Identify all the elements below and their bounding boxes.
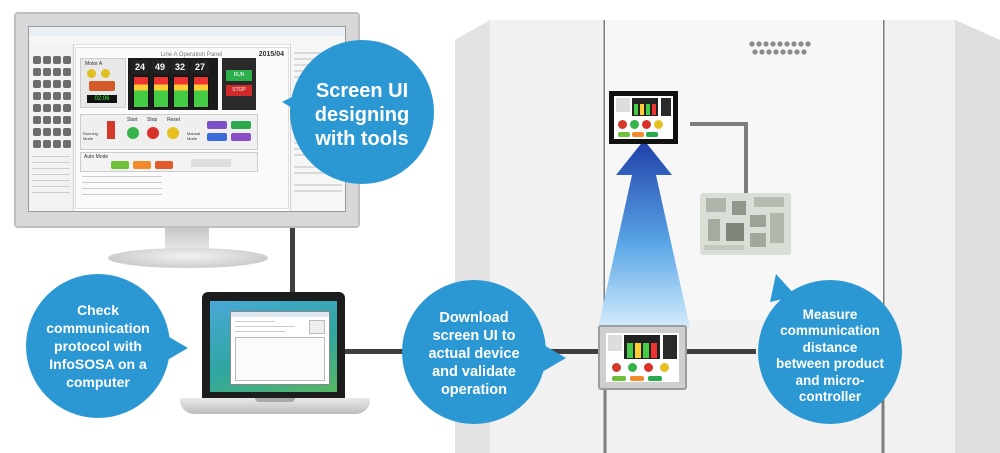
bubble-screen-ui-line-1: Screen UI xyxy=(315,80,409,102)
bubble-measure-line-6: controller xyxy=(798,389,862,404)
vent-holes xyxy=(749,41,811,55)
mounted-display-device xyxy=(609,91,678,144)
panel-title: Line A Operation Panel xyxy=(160,52,223,58)
counter-4: 27 xyxy=(191,60,209,74)
bubble-measure-line-3: distance xyxy=(802,339,858,355)
tool-palette xyxy=(29,44,74,211)
panel-date: 2015/04 xyxy=(258,51,284,58)
bubble-check-protocol: Check communication protocol with InfoSO… xyxy=(26,270,192,422)
bubble-measure-line-2: communication xyxy=(780,323,880,338)
bubble-check-line-5: computer xyxy=(66,374,130,390)
bubble-download-line-2: screen UI to xyxy=(432,328,516,344)
time-display: 02:06 xyxy=(87,95,117,103)
laptop-screen xyxy=(210,301,337,392)
counter-1: 24 xyxy=(131,60,149,74)
bubble-measure: Measure communication distance between p… xyxy=(746,272,906,428)
app-menubar xyxy=(29,36,345,45)
target-device xyxy=(598,325,687,390)
microcontroller-board xyxy=(700,193,791,255)
bubble-download-line-5: operation xyxy=(440,382,508,398)
bubble-check-line-1: Check xyxy=(76,302,120,318)
bubble-download: Download screen UI to actual device and … xyxy=(398,280,570,428)
cable-device-cabinet xyxy=(686,349,756,354)
counter-panel: 24 49 32 27 xyxy=(128,58,218,110)
auto-mode-label: Auto Mode xyxy=(84,154,109,160)
start-label: Start xyxy=(127,117,138,123)
bubble-download-line-4: and validate xyxy=(432,364,516,380)
laptop-base xyxy=(180,398,370,414)
bubble-measure-line-1: Measure xyxy=(802,306,858,322)
upload-arrow xyxy=(598,140,690,328)
running-mode-label: Running Mode xyxy=(83,131,98,141)
bubble-check-line-2: communication xyxy=(46,320,150,336)
status-panel: RUN STOP xyxy=(222,58,256,110)
monitor-stand-neck xyxy=(165,228,209,250)
design-canvas: Line A Operation Panel 2015/04 Motor A 0… xyxy=(75,47,289,209)
run-indicator: RUN xyxy=(226,70,252,81)
auto-mode-panel: Auto Mode xyxy=(80,152,258,172)
infososa-window xyxy=(230,311,330,385)
bubble-download-line-3: actual device xyxy=(428,346,520,362)
counter-2: 49 xyxy=(151,60,169,74)
laptop xyxy=(202,292,345,398)
stop-label: Stop xyxy=(147,117,158,123)
bubble-screen-ui: Screen UI designing with tools xyxy=(278,36,436,194)
bubble-measure-line-5: and micro- xyxy=(795,372,865,388)
counter-3: 32 xyxy=(171,60,189,74)
motor-label: Motor A xyxy=(85,61,103,67)
laptop-notch xyxy=(255,398,295,402)
monitor-stand-base xyxy=(108,248,268,268)
bubble-check-line-4: InfoSOSA on a xyxy=(49,356,147,372)
control-panel: Running Mode Start Stop Reset Manual Mod… xyxy=(80,114,258,150)
reset-label: Reset xyxy=(167,117,181,123)
bubble-check-line-3: protocol with xyxy=(54,338,142,354)
motor-panel: Motor A 02:06 xyxy=(80,58,126,108)
bubble-download-line-1: Download xyxy=(439,310,509,326)
manual-mode-label: Manual Mode xyxy=(187,131,201,141)
bubble-measure-line-4: between product xyxy=(775,356,884,371)
stop-indicator: STOP xyxy=(226,85,252,96)
cable-monitor-laptop xyxy=(290,228,295,294)
equipment-cabinet xyxy=(455,20,1000,453)
bubble-screen-ui-line-2: designing xyxy=(314,104,410,126)
bubble-screen-ui-line-3: with tools xyxy=(315,128,409,150)
